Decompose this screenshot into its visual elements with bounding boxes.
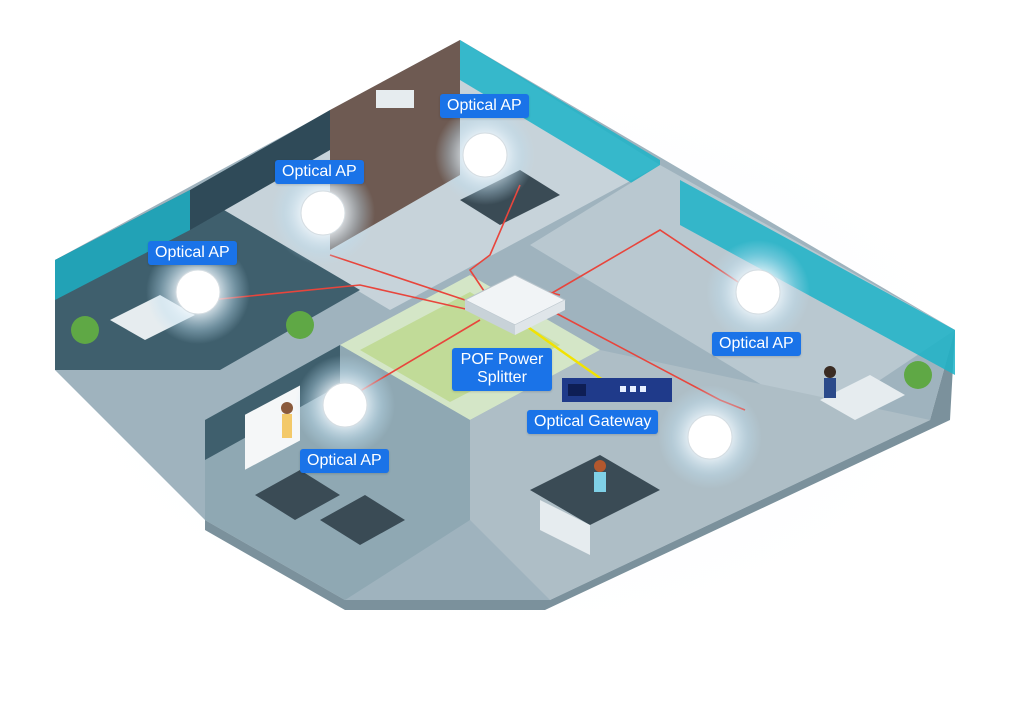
power-line (524, 324, 611, 386)
splitter-icon (463, 274, 567, 335)
label-ap-right: Optical AP (712, 332, 801, 357)
label-ap-front: Optical AP (300, 449, 389, 474)
person-receptionist-body (594, 472, 606, 492)
person-right-room-body (824, 378, 836, 398)
dark-wall-left (190, 110, 330, 230)
ap-icon (706, 240, 810, 344)
glass-wall-left (55, 190, 190, 300)
label-ap-left: Optical AP (148, 241, 237, 266)
fiber-to-left-upper-ap (329, 254, 481, 306)
label-ap-top: Optical AP (440, 94, 529, 119)
air-conditioner (376, 90, 414, 108)
fiber-to-left-ap (209, 284, 471, 311)
label-splitter-line2: Splitter (477, 369, 527, 387)
plant-right (904, 361, 932, 389)
label-optical-gateway: Optical Gateway (527, 410, 659, 435)
person-presenter-body (282, 414, 292, 438)
person-right-room (824, 366, 836, 378)
ap-icon (295, 355, 395, 455)
glass-wall-right (680, 180, 955, 375)
desk-right-room (820, 375, 905, 420)
desk-meeting-1 (255, 470, 340, 520)
plant-center (286, 311, 314, 339)
label-pof-power-splitter: POF Power Splitter (452, 348, 552, 391)
label-ap-left-upper: Optical AP (275, 160, 364, 185)
gateway-icon (562, 378, 672, 402)
glass-wall-back (460, 40, 660, 200)
ap-icon (658, 385, 762, 489)
plant-left (71, 316, 99, 344)
ap-icon (271, 161, 375, 265)
desk-meeting-2 (320, 495, 405, 545)
person-receptionist (594, 460, 606, 472)
reception-desk-front (540, 500, 590, 555)
person-presenter (281, 402, 293, 414)
ap-icon (435, 105, 535, 205)
fiber-top-room (468, 184, 521, 301)
label-splitter-line1: POF Power (460, 351, 544, 368)
ap-icon (146, 240, 250, 344)
